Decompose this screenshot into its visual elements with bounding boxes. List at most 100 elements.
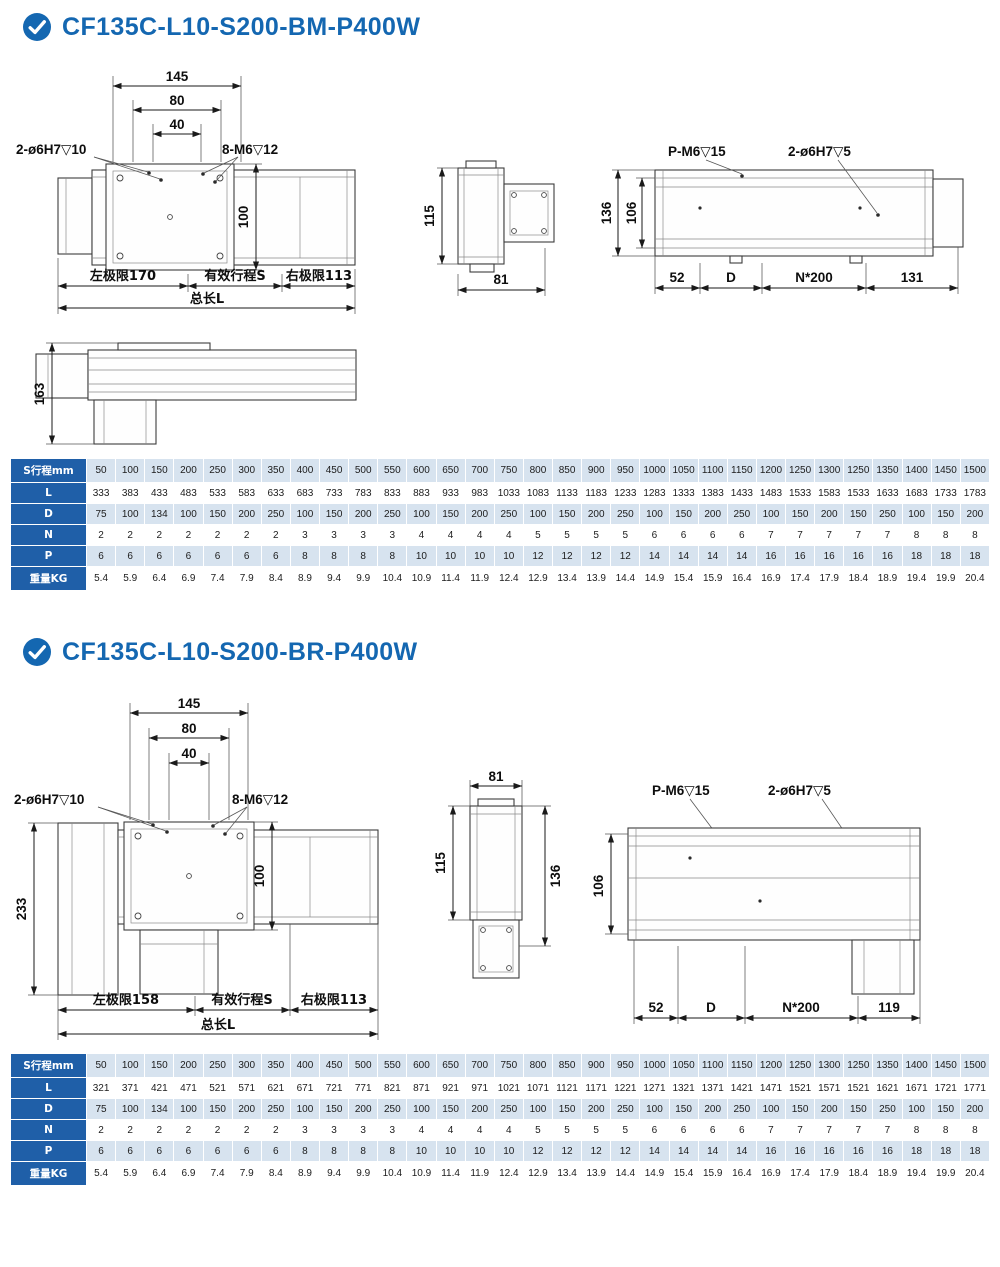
spec-cell: 200 [697,503,728,525]
spec-cell: 1483 [755,482,787,504]
spec-cell: 12 [522,545,554,567]
spec-cell: 200 [464,1098,495,1120]
spec-cell: 6 [173,545,204,567]
spec-cell: 1400 [901,1053,932,1078]
spec-cell: 1421 [726,1077,757,1099]
spec-cell: 1171 [581,1077,612,1099]
spec-cell: 1500 [959,458,991,483]
spec-cell: 5.9 [115,566,146,591]
spec-cell: 50 [85,458,117,483]
spec-cell: 9.4 [318,566,350,591]
spec-cell: 16.4 [726,566,757,591]
spec-cell: 6 [115,545,146,567]
spec-cell: 721 [318,1077,350,1099]
spec-cell: 150 [435,503,466,525]
row-label: 重量KG [10,566,87,591]
motor-flange [503,183,555,243]
spec-cell: 14 [726,545,757,567]
dim-100: 100 [252,865,267,888]
spec-cell: 5.4 [85,566,117,591]
spec-cell: 10 [435,1140,466,1162]
spec-cell: 6 [202,1140,233,1162]
spec-cell: 550 [377,458,408,483]
side-view: P-M6▽15 2-ø6H7▽5 136 106 52 D N*200 131 [599,144,964,294]
spec-cell: 6.9 [173,1161,204,1186]
spec-cell: 4 [464,524,495,546]
dim-136: 136 [599,201,614,224]
spec-cell: 16 [843,545,874,567]
spec-cell: 6 [726,1119,757,1141]
spec-cell: 16.9 [755,566,787,591]
spec-cell: 16 [755,1140,787,1162]
spec-cell: 12 [522,1140,554,1162]
spec-cell: 3 [377,524,408,546]
spec-cell: 6 [697,524,728,546]
spec-cell: 6 [260,545,291,567]
spec-cell: 8 [289,1140,321,1162]
spec-cell: 18.9 [872,1161,903,1186]
spec-cell: 600 [406,458,437,483]
spec-cell: 6 [144,545,175,567]
spec-cell: 371 [115,1077,146,1099]
spec-cell: 8 [959,1119,991,1141]
spec-cell: 383 [115,482,146,504]
spec-cell: 100 [639,503,670,525]
spec-cell: 1271 [639,1077,670,1099]
spec-cell: 2 [173,1119,204,1141]
spec-cell: 200 [959,1098,991,1120]
spec-cell: 8 [377,545,408,567]
spec-cell: 200 [814,503,845,525]
spec-cell: 5 [522,1119,554,1141]
spec-cell: 6 [668,524,699,546]
spec-cell: 150 [930,1098,961,1120]
model-header: CF135C-L10-S200-BM-P400W [0,0,1000,48]
spec-cell: 7 [755,1119,787,1141]
spec-cell: 3 [318,1119,350,1141]
spec-cell: 100 [522,1098,554,1120]
dim-81: 81 [493,272,509,287]
spec-cell: 1250 [843,1053,874,1078]
spec-cell: 150 [784,503,816,525]
spec-cell: 250 [202,1053,233,1078]
spec-cell: 1233 [610,482,641,504]
spec-cell: 1583 [814,482,845,504]
spec-cell: 12.4 [493,1161,524,1186]
spec-cell: 983 [464,482,495,504]
gearbox-block [93,399,157,445]
spec-cell: 1071 [522,1077,554,1099]
spec-cell: 100 [755,1098,787,1120]
spec-cell: 1471 [755,1077,787,1099]
spec-cell: 5 [551,1119,583,1141]
spec-cell: 1000 [639,1053,670,1078]
spec-cell: 1000 [639,458,670,483]
callout-dowel-holes: 2-ø6H7▽10 [16,142,86,157]
spec-cell: 5.4 [85,1161,117,1186]
spec-cell: 450 [318,458,350,483]
spec-cell: 6.4 [144,566,175,591]
spec-cell: 1100 [697,1053,728,1078]
spec-cell: 18 [930,1140,961,1162]
dim-left-limit: 左极限158 [93,992,159,1008]
spec-cell: 16 [784,1140,816,1162]
spec-cell: 7 [784,1119,816,1141]
spec-cell: 921 [435,1077,466,1099]
spec-cell: 2 [260,1119,291,1141]
spec-cell: 150 [843,1098,874,1120]
spec-cell: 700 [464,458,495,483]
spec-cell: 9.9 [348,566,379,591]
spec-cell: 6 [231,1140,262,1162]
spec-cell: 583 [231,482,262,504]
dim-100: 100 [236,206,251,229]
spec-cell: 16 [872,545,903,567]
spec-cell: 14 [697,545,728,567]
spec-cell: 400 [289,1053,321,1078]
spec-cell: 6 [668,1119,699,1141]
spec-cell: 100 [755,503,787,525]
dim-height: 233 [14,897,29,920]
